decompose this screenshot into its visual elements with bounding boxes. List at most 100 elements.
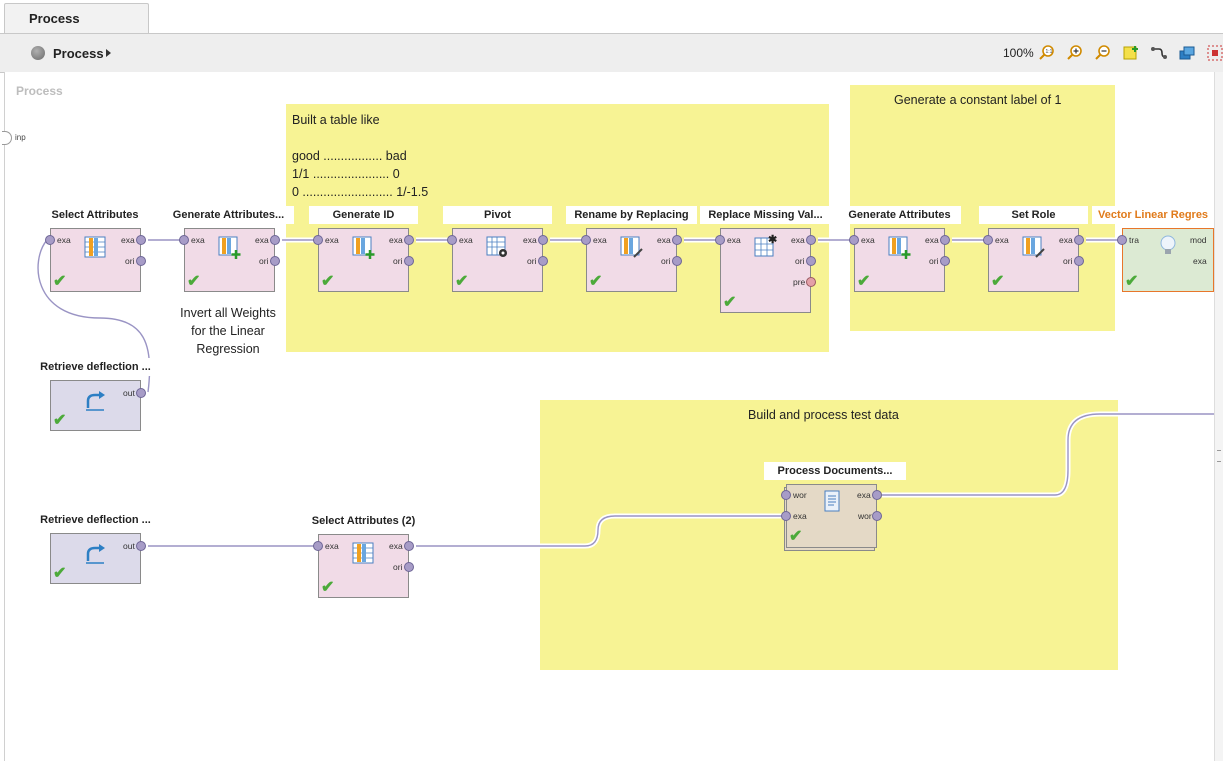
document-icon <box>824 490 840 512</box>
port-label: exa <box>857 490 871 500</box>
table-missing-icon: ✱ <box>754 234 777 257</box>
table-add-icon <box>218 236 241 259</box>
operator-title: Set Role <box>979 206 1088 224</box>
output-port-exa[interactable] <box>404 235 414 245</box>
tab-process[interactable]: Process <box>4 3 149 33</box>
output-port-ori[interactable] <box>672 256 682 266</box>
operator-body[interactable] <box>50 380 141 431</box>
vertical-scrollbar[interactable] <box>1214 72 1223 761</box>
port-label: exa <box>925 235 939 245</box>
operator-body[interactable] <box>50 533 141 584</box>
table-icon <box>352 542 374 564</box>
output-port-exa[interactable] <box>538 235 548 245</box>
status-ok-icon: ✔ <box>187 273 201 290</box>
output-port-pre[interactable] <box>806 277 816 287</box>
output-port-exa[interactable] <box>806 235 816 245</box>
port-label: ori <box>125 256 135 266</box>
output-port-exa[interactable] <box>672 235 682 245</box>
output-port-wor[interactable] <box>872 511 882 521</box>
process-input-port[interactable] <box>2 131 12 145</box>
zoom-in-icon[interactable] <box>1066 44 1084 62</box>
output-port-out[interactable] <box>136 541 146 551</box>
process-input-port-label: inp <box>15 133 26 142</box>
port-label: exa <box>1059 235 1073 245</box>
input-port-exa[interactable] <box>313 235 323 245</box>
output-port-ori[interactable] <box>404 256 414 266</box>
port-label: exa <box>57 235 71 245</box>
operator-title: Replace Missing Val... <box>700 206 831 224</box>
port-label: exa <box>995 235 1009 245</box>
retrieve-icon <box>86 544 105 564</box>
note-test-data-text: Build and process test data <box>748 408 899 422</box>
status-ok-icon: ✔ <box>321 579 335 596</box>
port-label: ori <box>795 256 805 266</box>
status-ok-icon: ✔ <box>723 294 737 311</box>
output-port-exa[interactable] <box>1074 235 1084 245</box>
process-toolbar: Process 100% 1:1 <box>0 34 1223 73</box>
port-label: ori <box>661 256 671 266</box>
status-ok-icon: ✔ <box>53 565 67 582</box>
input-port-exa[interactable] <box>313 541 323 551</box>
port-label: exa <box>255 235 269 245</box>
input-port-exa[interactable] <box>781 511 791 521</box>
output-port-exa[interactable] <box>404 541 414 551</box>
zoom-out-icon[interactable] <box>1094 44 1112 62</box>
status-ok-icon: ✔ <box>991 273 1005 290</box>
port-label: exa <box>657 235 671 245</box>
tab-label: Process <box>29 11 80 26</box>
port-label: ori <box>1063 256 1073 266</box>
output-port-ori[interactable] <box>940 256 950 266</box>
operator-title: Vector Linear Regres <box>1092 206 1208 224</box>
input-port-exa[interactable] <box>715 235 725 245</box>
output-port-exa[interactable] <box>136 235 146 245</box>
output-port-out[interactable] <box>136 388 146 398</box>
scrollbar-grip[interactable] <box>1217 450 1221 462</box>
auto-wire-icon[interactable] <box>1150 44 1168 62</box>
port-label: pre <box>793 277 806 287</box>
zoom-fit-icon[interactable]: 1:1 <box>1038 44 1056 62</box>
canvas-process-label: Process <box>16 84 63 98</box>
output-port-ori[interactable] <box>136 256 146 266</box>
input-port-exa[interactable] <box>581 235 591 245</box>
output-port-ori[interactable] <box>538 256 548 266</box>
operator-title: Pivot <box>443 206 552 224</box>
input-port-tra[interactable] <box>1117 235 1127 245</box>
note-built-table-text: Built a table like good ................… <box>292 113 429 199</box>
output-port-ori[interactable] <box>270 256 280 266</box>
port-label: tra <box>1129 235 1139 245</box>
breadcrumb-arrow-icon[interactable] <box>106 49 111 57</box>
output-port-exa[interactable] <box>872 490 882 500</box>
operator-title: Generate ID <box>309 206 418 224</box>
port-label: exa <box>523 235 537 245</box>
note-constant-label-text: Generate a constant label of 1 <box>894 93 1062 107</box>
port-label: ori <box>259 256 269 266</box>
input-port-exa[interactable] <box>983 235 993 245</box>
arrange-icon[interactable] <box>1206 44 1223 62</box>
table-add-icon <box>352 236 375 259</box>
port-label: exa <box>793 511 807 521</box>
status-ok-icon: ✔ <box>53 412 67 429</box>
input-port-exa[interactable] <box>849 235 859 245</box>
port-label: exa <box>325 541 339 551</box>
input-port-exa[interactable] <box>179 235 189 245</box>
lightbulb-icon <box>1160 235 1176 254</box>
output-port-ori[interactable] <box>404 562 414 572</box>
input-port-exa[interactable] <box>447 235 457 245</box>
retrieve-icon <box>86 391 105 411</box>
port-label: out <box>123 388 135 398</box>
operator-title: Generate Attributes <box>838 206 961 224</box>
table-edit-icon <box>620 236 643 258</box>
breadcrumb[interactable]: Process <box>53 46 104 61</box>
output-port-ori[interactable] <box>1074 256 1084 266</box>
input-port-exa[interactable] <box>45 235 55 245</box>
status-ok-icon: ✔ <box>455 273 469 290</box>
input-port-wor[interactable] <box>781 490 791 500</box>
output-port-ori[interactable] <box>806 256 816 266</box>
port-label: exa <box>325 235 339 245</box>
output-port-exa[interactable] <box>940 235 950 245</box>
layers-icon[interactable] <box>1178 44 1196 62</box>
add-note-icon[interactable] <box>1122 44 1140 62</box>
output-port-exa[interactable] <box>270 235 280 245</box>
port-label: ori <box>929 256 939 266</box>
port-label: exa <box>389 541 403 551</box>
